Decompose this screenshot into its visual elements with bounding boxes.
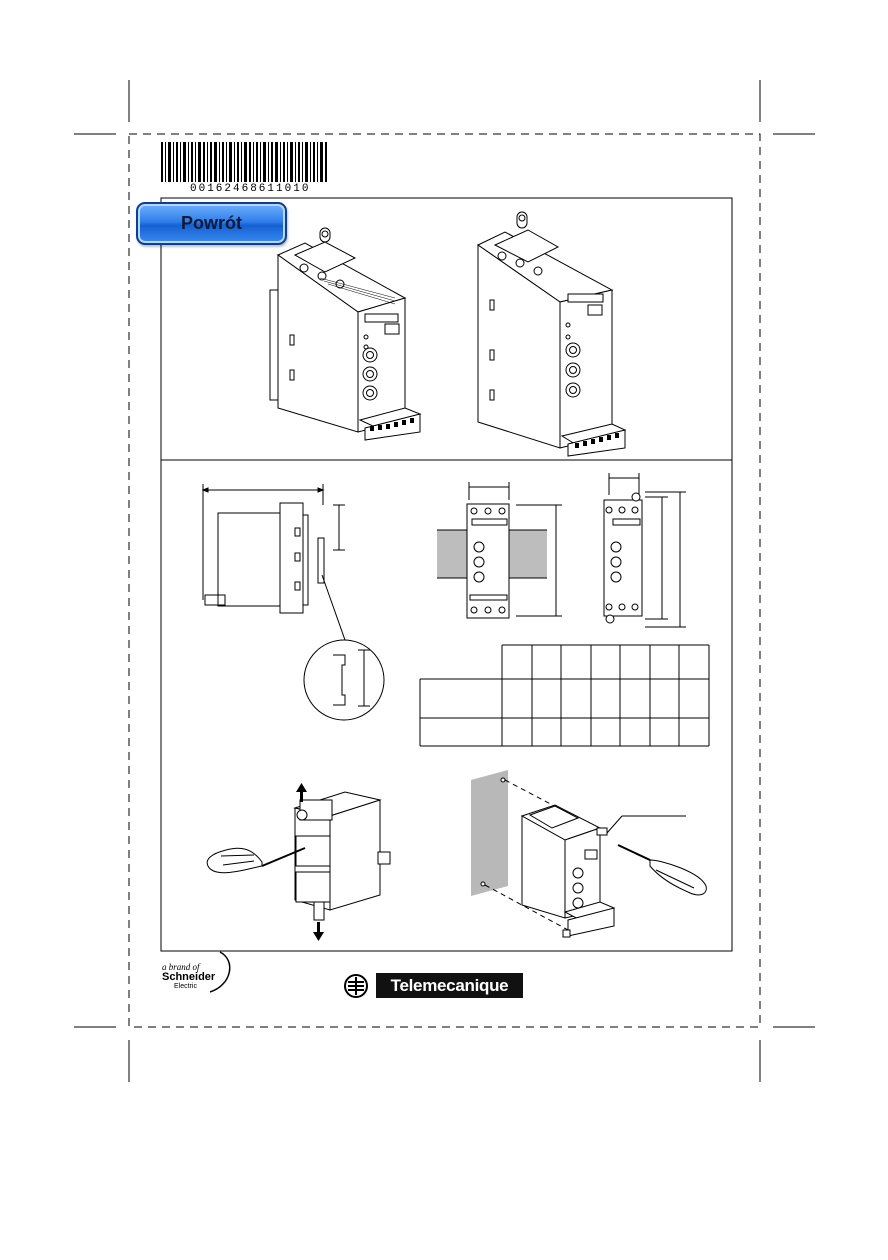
schneider-brand-mark: a brand of Schneider Electric bbox=[162, 962, 242, 990]
schneider-swoosh-icon bbox=[209, 951, 231, 993]
barcode-bars bbox=[161, 142, 327, 182]
barcode-number: 00162468611010 bbox=[190, 183, 311, 195]
dimension-table bbox=[419, 644, 710, 747]
telemecanique-logo-text: Telemecanique bbox=[390, 975, 509, 995]
brand-line-3: Electric bbox=[174, 983, 197, 990]
telemecanique-logo: Telemecanique bbox=[376, 973, 523, 998]
product-illustration-small bbox=[269, 227, 422, 441]
back-button-label: Powrót bbox=[181, 213, 242, 233]
removal-arrows bbox=[296, 783, 324, 941]
back-button[interactable]: Powrót bbox=[136, 202, 287, 245]
front-view-drawing bbox=[437, 482, 562, 619]
removal-illustration bbox=[206, 791, 391, 921]
brand-line-2: Schneider bbox=[162, 971, 216, 983]
panel-mount-view-drawing bbox=[603, 473, 686, 628]
brand-line-1: a brand of bbox=[162, 962, 200, 972]
side-view-drawing bbox=[201, 484, 385, 721]
panel-mounting-illustration bbox=[471, 770, 707, 938]
telemecanique-emblem-icon bbox=[344, 974, 368, 998]
product-illustration-large bbox=[477, 211, 627, 457]
